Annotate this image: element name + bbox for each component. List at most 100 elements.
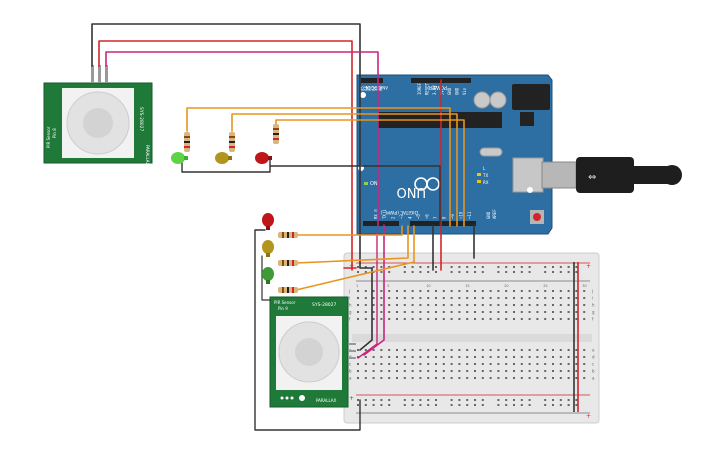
pir-bottom-code: SYS-28027 xyxy=(312,302,337,308)
rail-hole xyxy=(450,271,453,273)
breadboard-hole xyxy=(372,349,375,351)
breadboard-hole xyxy=(567,356,570,358)
rail-hole xyxy=(505,266,508,268)
breadboard-hole xyxy=(552,377,554,379)
rail-hole xyxy=(411,271,414,273)
column-number: 5 xyxy=(387,284,389,288)
breadboard-hole xyxy=(403,318,406,320)
header-digital-low xyxy=(363,221,399,226)
breadboard-hole xyxy=(396,290,398,292)
rail-hole xyxy=(528,404,531,406)
breadboard-hole xyxy=(372,290,375,292)
row-letter: g xyxy=(349,310,352,315)
breadboard-hole xyxy=(411,297,414,299)
breadboard-hole xyxy=(575,297,578,299)
breadboard-hole xyxy=(396,318,398,320)
breadboard-hole xyxy=(513,377,515,379)
breadboard-hole xyxy=(552,370,554,372)
rail-hole xyxy=(372,399,375,401)
breadboard-hole xyxy=(528,363,531,365)
analog-pin-label: A2 xyxy=(371,86,376,91)
breadboard-hole xyxy=(357,377,359,379)
breadboard-hole xyxy=(357,311,359,313)
breadboard-hole xyxy=(513,318,515,320)
power-pin-label: 5V xyxy=(440,90,445,95)
rail-hole xyxy=(520,271,523,273)
breadboard-hole xyxy=(575,304,578,306)
digital-pin-label: ~3 xyxy=(399,214,404,219)
breadboard-hole xyxy=(372,311,375,313)
rail-hole xyxy=(403,271,406,273)
rail-hole xyxy=(388,404,391,406)
rail-hole xyxy=(458,404,461,406)
breadboard-hole xyxy=(450,356,453,358)
digital-pin-label: ~5 xyxy=(416,214,421,219)
rail-hole xyxy=(450,266,453,268)
breadboard-hole xyxy=(536,363,539,365)
breadboard-hole xyxy=(458,349,461,351)
breadboard-center-gap xyxy=(352,334,592,342)
rail-hole xyxy=(427,404,430,406)
breadboard-hole xyxy=(396,311,398,313)
breadboard-hole xyxy=(489,290,492,292)
breadboard-hole xyxy=(544,304,547,306)
breadboard-hole xyxy=(380,363,383,365)
breadboard-hole xyxy=(364,318,367,320)
breadboard-hole xyxy=(583,318,586,320)
rail-hole xyxy=(552,271,554,273)
wire-led-bottom-red xyxy=(295,225,403,236)
breadboard-hole xyxy=(419,370,422,372)
breadboard-hole xyxy=(403,349,406,351)
breadboard-hole xyxy=(552,311,554,313)
rail-hole xyxy=(411,399,414,401)
wire-top-sensor-vcc xyxy=(98,40,353,271)
breadboard-hole xyxy=(380,370,383,372)
power-jack xyxy=(512,84,550,110)
arduino-uno-board: UNO POWER ANALOG IN DIGITAL (PWM~) ON TX… xyxy=(356,74,553,235)
digital-pin-label: RX 0 xyxy=(374,209,379,219)
breadboard-hole xyxy=(442,304,445,306)
breadboard-hole xyxy=(520,370,523,372)
rail-hole xyxy=(513,399,515,401)
breadboard-hole xyxy=(513,304,515,306)
breadboard-hole xyxy=(450,297,453,299)
rail-hole xyxy=(575,266,578,268)
rail-hole xyxy=(458,271,461,273)
wire-led-top-green xyxy=(186,107,451,227)
capacitor-1 xyxy=(473,91,491,109)
analog-pin-label: A1 xyxy=(374,86,379,91)
breadboard-hole xyxy=(427,304,430,306)
breadboard-hole xyxy=(364,377,367,379)
analog-label: ANALOG IN xyxy=(366,85,388,90)
breadboard-hole xyxy=(427,363,430,365)
breadboard-hole xyxy=(372,356,375,358)
breadboard-hole xyxy=(544,363,547,365)
wire-bottom-led-gnd-loop xyxy=(254,229,361,431)
breadboard-hole xyxy=(450,349,453,351)
rail-hole xyxy=(544,266,547,268)
breadboard-hole xyxy=(403,363,406,365)
breadboard-hole xyxy=(403,290,406,292)
reset-button[interactable] xyxy=(533,213,541,221)
rail-hole xyxy=(559,399,562,401)
power-pin-label: RESET xyxy=(425,82,430,95)
rail-hole xyxy=(520,404,523,406)
breadboard-hole xyxy=(466,370,469,372)
wire-led-top-yellow xyxy=(231,113,458,227)
breadboard-hole xyxy=(583,304,586,306)
breadboard-hole xyxy=(364,304,367,306)
row-letter: b xyxy=(349,369,352,374)
breadboard-hole xyxy=(372,370,375,372)
tx-led xyxy=(477,173,481,176)
breadboard-hole xyxy=(466,356,469,358)
breadboard-hole xyxy=(513,349,515,351)
rail-hole xyxy=(528,399,531,401)
row-letter: e xyxy=(592,348,595,353)
row-letter: a xyxy=(592,376,595,381)
pir-bottom-pin-1 xyxy=(348,343,356,345)
usb-strain-relief xyxy=(634,166,668,184)
breadboard-hole xyxy=(505,377,508,379)
breadboard-hole xyxy=(559,311,562,313)
